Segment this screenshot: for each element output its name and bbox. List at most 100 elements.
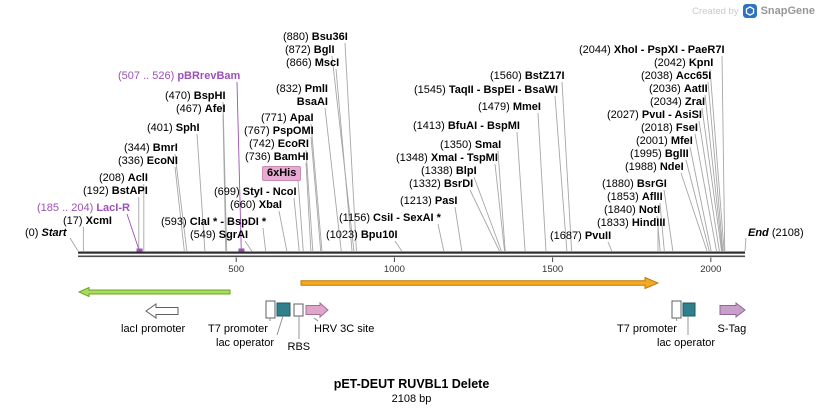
site-position: (208) — [99, 172, 128, 184]
enzyme-site-StyI-NcoI[interactable]: (699) StyI - NcoI — [214, 186, 297, 199]
tag-label-6xHis[interactable]: 6xHis — [262, 166, 302, 181]
enzyme-site-AflII[interactable]: (1853) AflII — [607, 191, 663, 204]
label-t7-promoter-left[interactable]: T7 promoter — [208, 323, 268, 335]
enzyme-site-BsrGI[interactable]: (1880) BsrGI — [602, 178, 667, 191]
site-position: (1479) — [478, 101, 513, 113]
site-position: (2034) — [650, 96, 685, 108]
site-name: CsiI - SexAI * — [373, 212, 441, 224]
site-position: (1332) — [409, 178, 444, 190]
site-name: BstAPI — [111, 185, 148, 197]
enzyme-site-Bsu36I[interactable]: (880) Bsu36I — [283, 31, 348, 44]
enzyme-site-SgrAI[interactable]: (549) SgrAI — [190, 229, 248, 242]
enzyme-site-HindIII[interactable]: (1833) HindIII — [597, 217, 665, 230]
leader-line — [561, 81, 573, 252]
enzyme-site-PvuII[interactable]: (1687) PvuII — [550, 230, 611, 243]
label-lac-operator-left[interactable]: lac operator — [216, 337, 275, 349]
enzyme-site-PvuI-AsiSI[interactable]: (2027) PvuI - AsiSI — [607, 109, 702, 122]
enzyme-site-XbaI[interactable]: (660) XbaI — [230, 199, 282, 212]
site-position: (767) — [244, 125, 273, 137]
lacI-promoter-arrow[interactable] — [145, 303, 179, 319]
site-position: (736) — [245, 151, 274, 163]
label-hrv-3c-site[interactable]: HRV 3C site — [314, 323, 375, 335]
enzyme-site-SphI[interactable]: (401) SphI — [147, 122, 200, 135]
watermark: Created by SnapGene — [692, 4, 815, 18]
enzyme-site-AclI[interactable]: (208) AclI — [99, 172, 148, 185]
site-name: SgrAI — [218, 229, 249, 241]
site-position: (1880) — [602, 178, 637, 190]
enzyme-site-BspHI[interactable]: (470) BspHI — [165, 90, 226, 103]
site-name: XhoI - PspXI - PaeR7I — [613, 44, 725, 56]
site-name: PvuII — [584, 230, 612, 242]
enzyme-site-Bpu10I[interactable]: (1023) Bpu10I — [326, 229, 398, 242]
primer-label-pBRrevBam[interactable]: (507 .. 526) pBRrevBam — [118, 70, 240, 83]
enzyme-site-BsrDI[interactable]: (1332) BsrDI — [409, 178, 473, 191]
leader-line — [494, 163, 505, 252]
leader-line — [310, 136, 322, 252]
leader-line — [310, 123, 323, 252]
enzyme-site-ApaI[interactable]: (771) ApaI — [261, 112, 314, 125]
leader-line — [554, 95, 568, 252]
enzyme-site-XhoI-PspXI-PaeR7I[interactable]: (2044) XhoI - PspXI - PaeR7I — [579, 44, 725, 57]
hrv-3c-site-arrow[interactable] — [305, 301, 329, 319]
site-name: Bsu36I — [311, 31, 348, 43]
site-name: AatII — [683, 83, 708, 95]
enzyme-site-BstZ17I[interactable]: (1560) BstZ17I — [490, 70, 565, 83]
enzyme-site-BamHI[interactable]: (736) BamHI — [245, 151, 309, 164]
site-name: HindIII — [631, 217, 666, 229]
site-position: (1350) — [440, 139, 475, 151]
enzyme-site-ClaI-BspDI[interactable]: (593) ClaI * - BspDI * — [161, 216, 266, 229]
leader-line — [607, 241, 613, 252]
enzyme-site-NotI[interactable]: (1840) NotI — [604, 204, 660, 217]
enzyme-site-FseI[interactable]: (2018) FseI — [641, 122, 698, 135]
enzyme-site-MmeI[interactable]: (1479) MmeI — [478, 101, 541, 114]
enzyme-site-ZraI[interactable]: (2034) ZraI — [650, 96, 705, 109]
leader-line — [744, 237, 747, 252]
enzyme-site-KpnI[interactable]: (2042) KpnI — [654, 57, 713, 70]
leader-line — [331, 55, 355, 252]
primer-label-LacI-R[interactable]: (185 .. 204) LacI-R — [37, 202, 130, 215]
enzyme-site-BfuAI-BspMI[interactable]: (1413) BfuAI - BspMI — [413, 120, 520, 133]
lac-operator-left-box[interactable] — [276, 302, 291, 317]
leader-line — [297, 179, 304, 252]
enzyme-site-BstAPI[interactable]: (192) BstAPI — [83, 185, 148, 198]
orf-arrow[interactable] — [300, 276, 660, 290]
enzyme-site-MfeI[interactable]: (2001) MfeI — [636, 135, 693, 148]
site-name: BsaAI — [296, 96, 328, 108]
site-name: BsrGI — [636, 178, 667, 190]
enzyme-site-XmaI-TspMI[interactable]: (1348) XmaI - TspMI — [396, 152, 498, 165]
lac-operator-right-box[interactable] — [682, 302, 696, 317]
enzyme-site-EcoRI[interactable]: (742) EcoRI — [249, 138, 309, 151]
rbs-box[interactable] — [293, 303, 304, 317]
label-rbs[interactable]: RBS — [287, 341, 311, 353]
enzyme-site-AatII[interactable]: (2036) AatII — [649, 83, 708, 96]
enzyme-site-SmaI[interactable]: (1350) SmaI — [440, 139, 501, 152]
enzyme-site-TaqII-BspEI-BsaWI[interactable]: (1545) TaqII - BspEI - BsaWI — [414, 84, 558, 97]
t7-promoter-right-box[interactable] — [671, 300, 682, 319]
enzyme-site-BmrI[interactable]: (344) BmrI — [124, 142, 178, 155]
s-tag-arrow[interactable] — [719, 301, 746, 319]
enzyme-site-BglII[interactable]: (1995) BglII — [630, 148, 689, 161]
enzyme-site-XcmI[interactable]: (17) XcmI — [63, 215, 112, 228]
label-lac-operator-right[interactable]: lac operator — [657, 337, 716, 349]
t7-promoter-left-box[interactable] — [265, 300, 276, 319]
site-name: NdeI — [659, 161, 684, 173]
enzyme-site-PasI[interactable]: (1213) PasI — [400, 195, 458, 208]
enzyme-site-PspOMI[interactable]: (767) PspOMI — [244, 125, 314, 138]
enzyme-site-EcoNI[interactable]: (336) EcoNI — [118, 155, 178, 168]
enzyme-site-Acc65I[interactable]: (2038) Acc65I — [641, 70, 711, 83]
label-s-tag[interactable]: S-Tag — [717, 323, 747, 335]
enzyme-site-NdeI[interactable]: (1988) NdeI — [625, 161, 684, 174]
lacI-fragment-arrow[interactable] — [77, 286, 231, 298]
enzyme-site-AfeI[interactable]: (467) AfeI — [176, 103, 226, 116]
site-position: (2027) — [607, 109, 642, 121]
enzyme-site-BlpI[interactable]: (1338) BlpI — [421, 165, 477, 178]
site-name: XcmI — [85, 215, 112, 227]
enzyme-site-MscI[interactable]: (866) MscI — [286, 57, 339, 70]
label-t7-promoter-right[interactable]: T7 promoter — [617, 323, 677, 335]
site-position: (470) — [165, 90, 194, 102]
label-lacI-promoter[interactable]: lacI promoter — [121, 323, 186, 335]
enzyme-site-BglI[interactable]: (872) BglI — [285, 44, 335, 57]
site-name: BstZ17I — [524, 70, 565, 82]
enzyme-site-CsiI-SexAI[interactable]: (1156) CsiI - SexAI * — [339, 212, 441, 225]
